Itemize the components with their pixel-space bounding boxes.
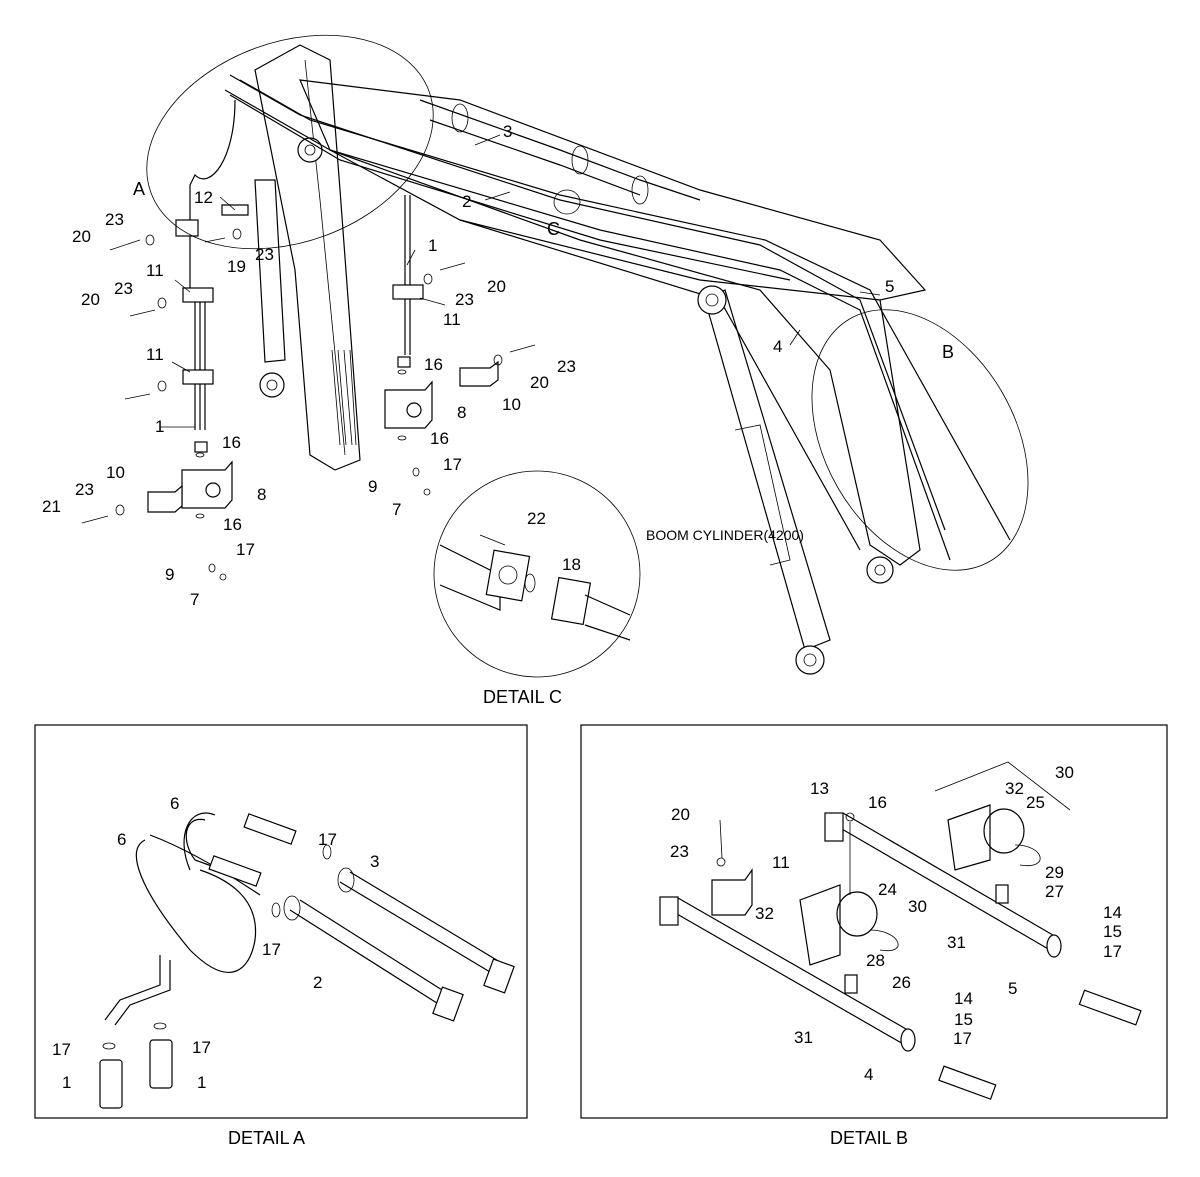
callout: 20: [671, 805, 690, 824]
callout: 20: [487, 277, 506, 296]
callout: 21: [42, 497, 61, 516]
callout: 32: [755, 904, 774, 923]
callout: 17: [443, 455, 462, 474]
boom-cylinder-label: BOOM CYLINDER(4200): [646, 527, 804, 543]
detail-a-caption: DETAIL A: [228, 1128, 305, 1148]
callout: 25: [1026, 793, 1045, 812]
callout: 17: [953, 1029, 972, 1048]
callout: 1: [62, 1073, 71, 1092]
callout: 30: [908, 897, 927, 916]
callout: 26: [892, 973, 911, 992]
callout: 17: [192, 1038, 211, 1057]
callout: 15: [1103, 922, 1122, 941]
callout: 3: [503, 122, 512, 141]
detail-c: [433, 470, 641, 678]
callout: 11: [772, 853, 790, 872]
callout: 6: [170, 794, 179, 813]
callout: 20: [72, 227, 91, 246]
callout: 8: [257, 485, 266, 504]
callout: 23: [670, 842, 689, 861]
view-a-label: A: [133, 179, 145, 199]
callout: 30: [1055, 763, 1074, 782]
callout: 16: [223, 515, 242, 534]
callout: 23: [75, 480, 94, 499]
callout: 17: [52, 1040, 71, 1059]
callout: 16: [868, 793, 887, 812]
boom-assembly: [81, 34, 1029, 675]
detail-a-callouts: 6 6 17 3 17 2 17 17 1 1: [52, 794, 379, 1092]
callout: 29: [1045, 863, 1064, 882]
callout: 11: [146, 261, 164, 280]
callout: 22: [527, 509, 546, 528]
detail-c-callouts: 22 18: [527, 509, 581, 574]
callout: 13: [810, 779, 829, 798]
callout: 23: [455, 290, 474, 309]
callout: 11: [443, 310, 461, 329]
main-callouts: 3 2 1 20 23 11 16 23 20 8 10 16 9 17 7 5…: [42, 122, 894, 609]
callout: 1: [428, 236, 437, 255]
view-c-label: C: [547, 219, 560, 239]
callout: 3: [370, 852, 379, 871]
callout: 10: [106, 463, 125, 482]
callout: 5: [885, 277, 894, 296]
callout: 17: [1103, 942, 1122, 961]
callout: 2: [462, 192, 471, 211]
callout: 7: [392, 500, 401, 519]
detail-b-caption: DETAIL B: [830, 1128, 908, 1148]
callout: 14: [954, 989, 973, 1008]
callout: 20: [81, 290, 100, 309]
callout: 7: [190, 590, 199, 609]
callout: 32: [1005, 779, 1024, 798]
callout: 27: [1045, 882, 1064, 901]
callout: 20: [530, 373, 549, 392]
detail-b-panel: [580, 724, 1168, 1119]
callout: 31: [794, 1028, 813, 1047]
callout: 16: [430, 429, 449, 448]
callout: 28: [866, 951, 885, 970]
callout: 16: [424, 355, 443, 374]
callout: 18: [562, 555, 581, 574]
callout: 4: [864, 1065, 873, 1084]
callout: 6: [117, 830, 126, 849]
callout: 23: [557, 357, 576, 376]
callout: 4: [773, 337, 782, 356]
callout: 9: [165, 565, 174, 584]
detail-a-panel: [34, 724, 528, 1119]
view-b-label: B: [942, 342, 954, 362]
callout: 15: [954, 1010, 973, 1029]
callout: 14: [1103, 903, 1122, 922]
callout: 12: [194, 188, 213, 207]
detail-b-callouts: 13 16 20 23 11 32 24 30 28 26 14 15 17 4…: [670, 763, 1122, 1084]
callout: 17: [236, 540, 255, 559]
callout: 11: [146, 345, 164, 364]
callout: 16: [222, 433, 241, 452]
callout: 17: [262, 940, 281, 959]
callout: 17: [318, 830, 337, 849]
callout: 9: [368, 477, 377, 496]
callout: 8: [457, 403, 466, 422]
callout: 2: [313, 973, 322, 992]
callout: 23: [105, 210, 124, 229]
detail-c-caption: DETAIL C: [483, 687, 562, 707]
callout: 23: [114, 279, 133, 298]
callout: 23: [255, 245, 274, 264]
callout: 31: [947, 933, 966, 952]
callout: 5: [1008, 979, 1017, 998]
callout: 19: [227, 257, 246, 276]
callout: 1: [197, 1073, 206, 1092]
captions: DETAIL A DETAIL B DETAIL C BOOM CYLINDER…: [133, 179, 954, 1148]
callout: 10: [502, 395, 521, 414]
callout: 1: [155, 417, 164, 436]
callout: 24: [878, 880, 897, 899]
